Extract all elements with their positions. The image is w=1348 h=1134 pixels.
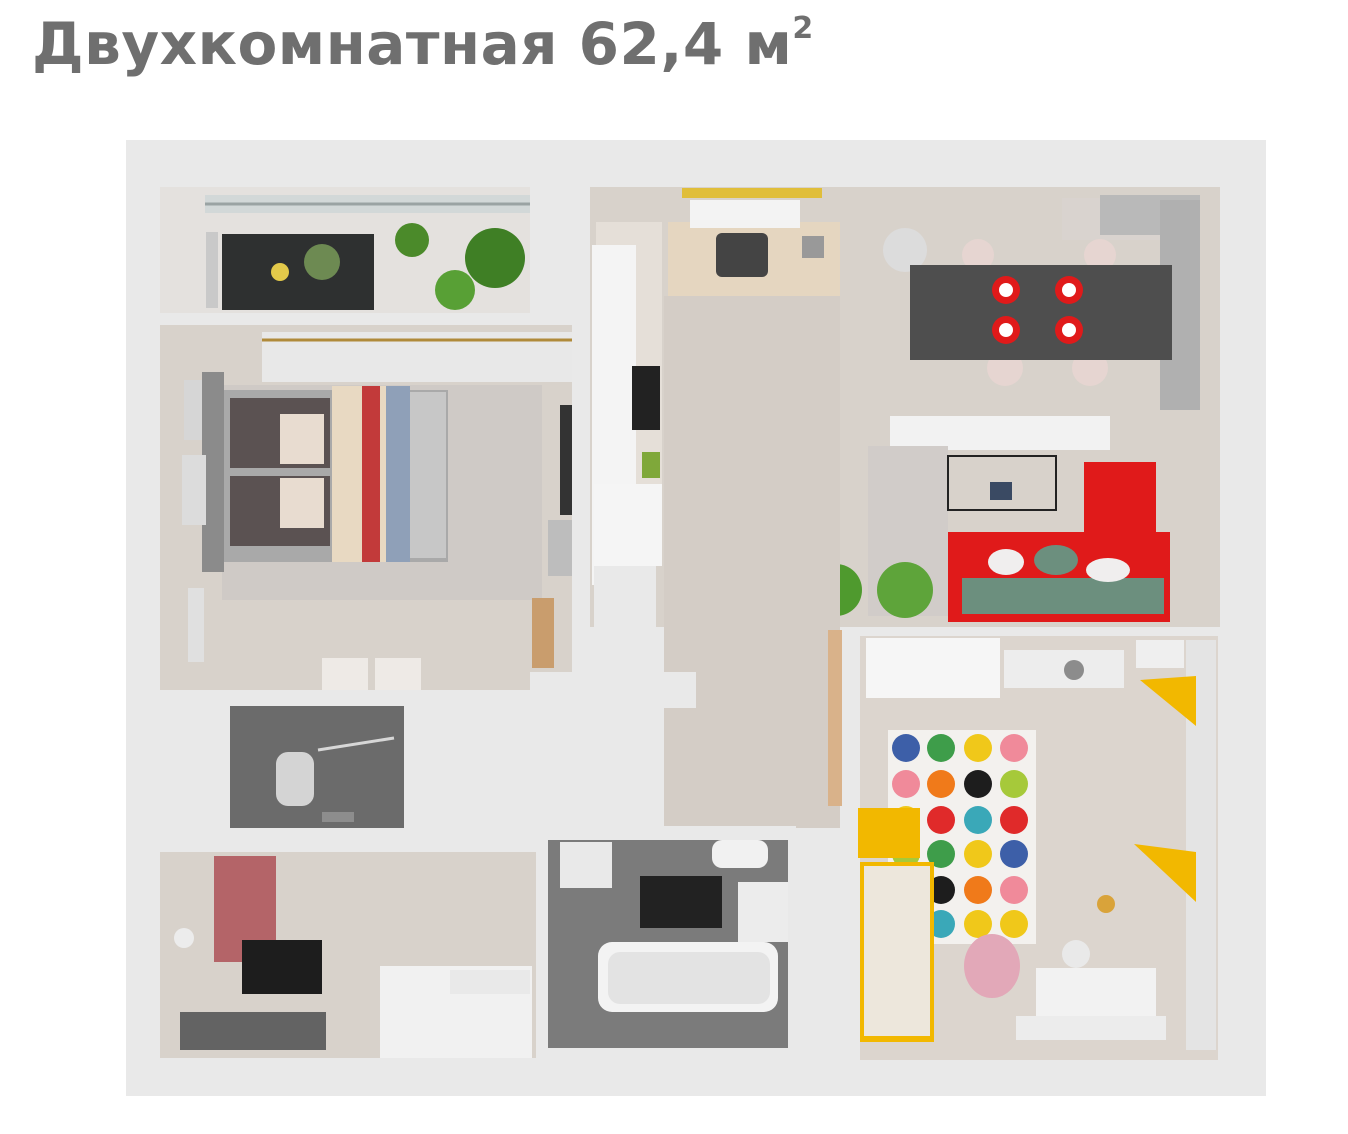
page-title: Двухкомнатная 62,4 м2 (32, 10, 814, 78)
bathroom (540, 826, 796, 1060)
kids-room (858, 636, 1218, 1060)
title-text: Двухкомнатная 62,4 м (32, 10, 793, 78)
title-superscript: 2 (792, 10, 814, 46)
bedroom (160, 325, 572, 690)
toilet (218, 704, 418, 838)
balcony (160, 187, 530, 313)
corridor (530, 296, 842, 828)
hallway (160, 852, 536, 1058)
